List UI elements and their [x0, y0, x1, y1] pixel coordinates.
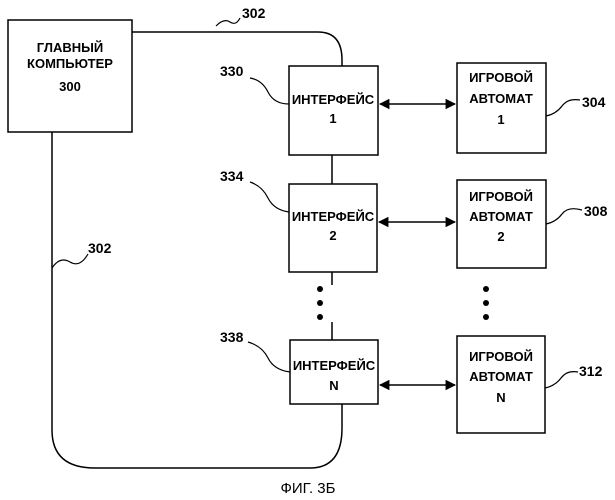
gaming-machine-2-ref-leader: [546, 209, 582, 224]
interface-n-block: ИНТЕРФЕЙС N 338: [220, 329, 378, 404]
interface-1-label: ИНТЕРФЕЙС: [292, 92, 375, 107]
gaming-machine-1-ref-leader: [546, 100, 580, 116]
bus-left-ref: 302: [88, 240, 112, 256]
gaming-machine-2-block: ИГРОВОЙ АВТОМАТ 2 308: [457, 180, 608, 268]
gaming-machine-2-ref: 308: [584, 203, 608, 219]
interface-n-label: ИНТЕРФЕЙС: [293, 358, 376, 373]
host-computer-label-line1: ГЛАВНЫЙ: [37, 40, 103, 55]
gaming-machine-1-ref: 304: [582, 94, 606, 110]
interface-1-ref: 330: [220, 63, 244, 79]
interface-1-index: 1: [329, 111, 336, 126]
gaming-machine-1-line1: ИГРОВОЙ: [469, 70, 533, 85]
gaming-machine-2-index: 2: [497, 229, 504, 244]
gaming-machine-n-line1: ИГРОВОЙ: [469, 349, 533, 364]
gaming-machine-1-line2: АВТОМАТ: [469, 91, 533, 106]
interface-2-block: ИНТЕРФЕЙС 2 334: [220, 168, 377, 272]
gaming-machine-n-block: ИГРОВОЙ АВТОМАТ N 312: [457, 336, 603, 433]
gaming-machine-n-ref: 312: [579, 363, 603, 379]
gaming-machine-2-line1: ИГРОВОЙ: [469, 189, 533, 204]
interface-ellipsis: [317, 286, 323, 320]
interface-n-index: N: [329, 378, 338, 393]
host-computer-block: ГЛАВНЫЙ КОМПЬЮТЕР 300: [8, 20, 132, 132]
host-computer-number: 300: [59, 79, 81, 94]
interface-1-block: ИНТЕРФЕЙС 1 330: [220, 63, 378, 155]
interface-2-ref: 334: [220, 168, 244, 184]
interface-2-ref-leader: [250, 182, 289, 212]
bus-top-line: [132, 32, 342, 66]
bus-left-ref-leader: [52, 254, 88, 268]
interface-1-ref-leader: [250, 78, 289, 104]
interface-2-label: ИНТЕРФЕЙС: [292, 209, 375, 224]
host-computer-label-line2: КОМПЬЮТЕР: [27, 56, 113, 71]
interface-n-ref: 338: [220, 329, 244, 345]
interface-n-ref-leader: [248, 342, 290, 372]
bus-top-ref: 302: [242, 5, 266, 21]
interface-2-index: 2: [329, 228, 336, 243]
gaming-machine-n-index: N: [496, 390, 505, 405]
gaming-machine-2-line2: АВТОМАТ: [469, 209, 533, 224]
machine-ellipsis: [483, 286, 489, 320]
figure-caption: ФИГ. 3Б: [281, 480, 336, 497]
gaming-machine-1-index: 1: [497, 112, 504, 127]
host-computer-box: [8, 20, 132, 132]
gaming-machine-n-line2: АВТОМАТ: [469, 369, 533, 384]
gaming-machine-1-block: ИГРОВОЙ АВТОМАТ 1 304: [457, 63, 606, 153]
bus-top-ref-leader: [216, 18, 240, 26]
bus-left-return-line: [52, 132, 342, 468]
gaming-machine-n-ref-leader: [545, 372, 578, 388]
